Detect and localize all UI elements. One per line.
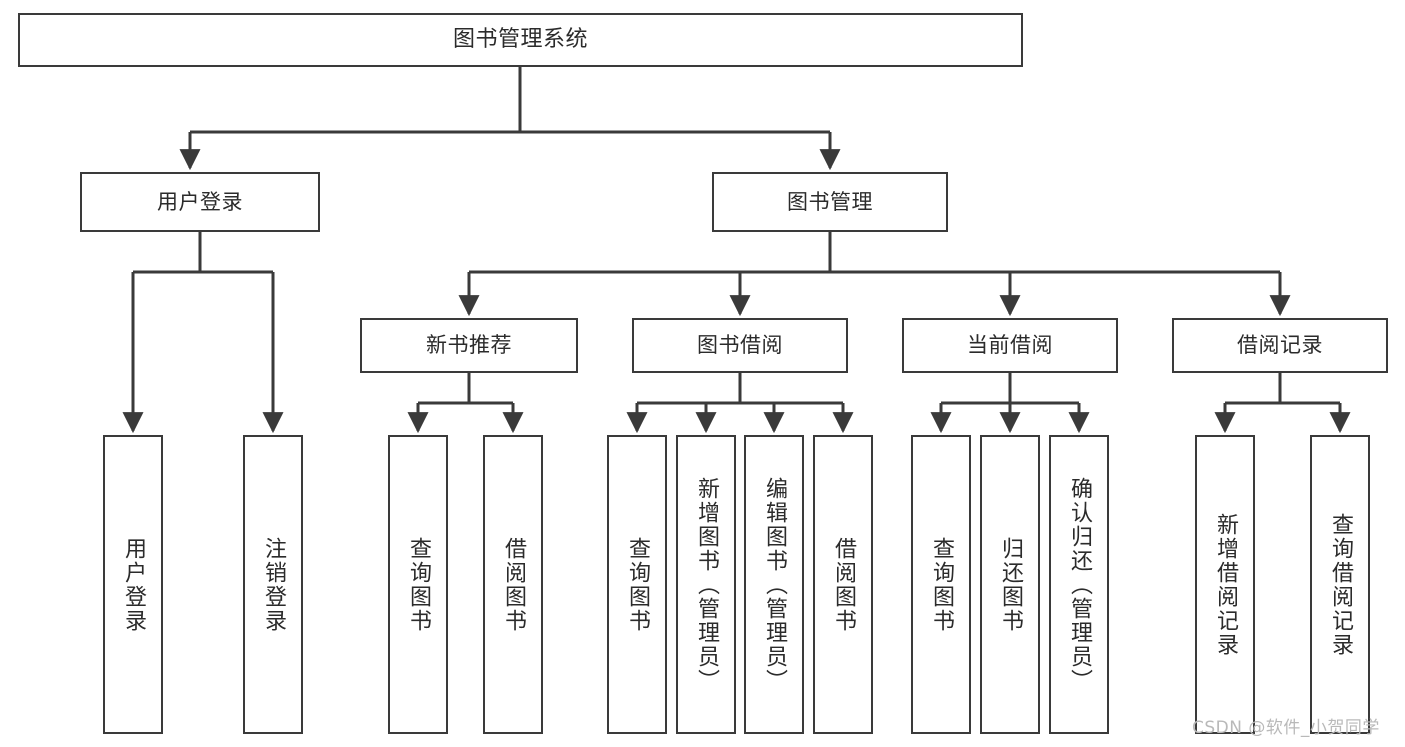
node-user-login[interactable]: 用户登录: [80, 172, 320, 232]
edge-book-manage-trunk: [469, 232, 1280, 274]
node-borrow-record[interactable]: 借阅记录: [1172, 318, 1388, 373]
node-current-borrow[interactable]: 当前借阅: [902, 318, 1118, 373]
node-user-login-label: 用户登录: [157, 189, 243, 214]
node-leaf-add-record-label: 新增借阅记录: [1213, 512, 1238, 657]
node-leaf-user-login-label: 用户登录: [121, 536, 146, 633]
edge-borrow-record-trunk: [1225, 373, 1340, 405]
node-leaf-logout[interactable]: 注销登录: [243, 435, 303, 734]
node-leaf-borrow-book-1-label: 借阅图书: [501, 536, 526, 633]
node-leaf-query-book-3-label: 查询图书: [929, 536, 954, 633]
node-leaf-user-login[interactable]: 用户登录: [103, 435, 163, 734]
edge-book-borrow-trunk: [637, 373, 843, 405]
node-leaf-add-book-label: 新增图书（管理员）: [694, 476, 719, 693]
node-leaf-query-record-label: 查询借阅记录: [1328, 512, 1353, 657]
node-leaf-borrow-book-1[interactable]: 借阅图书: [483, 435, 543, 734]
node-leaf-logout-label: 注销登录: [261, 536, 286, 633]
node-book-borrow-label: 图书借阅: [697, 333, 783, 358]
node-leaf-query-record[interactable]: 查询借阅记录: [1310, 435, 1370, 734]
node-book-manage[interactable]: 图书管理: [712, 172, 948, 232]
node-leaf-edit-book-label: 编辑图书（管理员）: [762, 476, 787, 693]
node-leaf-confirm-return-label: 确认归还（管理员）: [1067, 476, 1092, 693]
node-leaf-query-book-1[interactable]: 查询图书: [388, 435, 448, 734]
edge-root-trunk: [190, 67, 830, 134]
node-leaf-add-book[interactable]: 新增图书（管理员）: [676, 435, 736, 734]
node-leaf-borrow-book-2-label: 借阅图书: [831, 536, 856, 633]
node-leaf-query-book-1-label: 查询图书: [406, 536, 431, 633]
node-leaf-add-record[interactable]: 新增借阅记录: [1195, 435, 1255, 734]
node-leaf-borrow-book-2[interactable]: 借阅图书: [813, 435, 873, 734]
node-leaf-query-book-2-label: 查询图书: [625, 536, 650, 633]
node-borrow-record-label: 借阅记录: [1237, 333, 1323, 358]
edge-current-borrow-trunk: [941, 373, 1079, 405]
node-leaf-query-book-3[interactable]: 查询图书: [911, 435, 971, 734]
node-new-book-rec-label: 新书推荐: [426, 333, 512, 358]
node-book-borrow[interactable]: 图书借阅: [632, 318, 848, 373]
edge-user-login-trunk: [133, 232, 273, 274]
node-leaf-confirm-return[interactable]: 确认归还（管理员）: [1049, 435, 1109, 734]
node-new-book-rec[interactable]: 新书推荐: [360, 318, 578, 373]
csdn-watermark: CSDN @软件_小贺同学: [1192, 718, 1380, 738]
node-book-manage-label: 图书管理: [787, 189, 873, 214]
node-leaf-query-book-2[interactable]: 查询图书: [607, 435, 667, 734]
node-leaf-return-book[interactable]: 归还图书: [980, 435, 1040, 734]
node-leaf-edit-book[interactable]: 编辑图书（管理员）: [744, 435, 804, 734]
node-root-system[interactable]: 图书管理系统: [18, 13, 1023, 67]
node-current-borrow-label: 当前借阅: [967, 333, 1053, 358]
edge-new-book-rec-trunk: [418, 373, 513, 405]
node-leaf-return-book-label: 归还图书: [998, 536, 1023, 633]
node-root-system-label: 图书管理系统: [452, 27, 588, 53]
